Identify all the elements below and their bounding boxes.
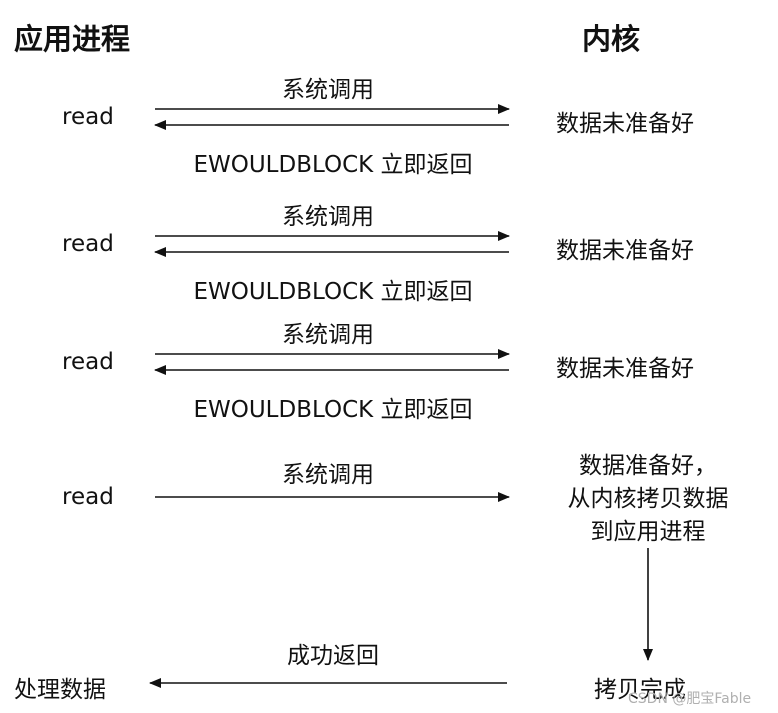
kernel-ready-line-1: 数据准备好， — [579, 453, 717, 479]
read-label-2: read — [62, 231, 114, 257]
kernel-status-2: 数据未准备好 — [556, 238, 694, 264]
syscall-label-1: 系统调用 — [282, 77, 374, 103]
return-label-3: EWOULDBLOCK 立即返回 — [193, 397, 473, 423]
syscall-label-2: 系统调用 — [282, 204, 374, 230]
kernel-status-1: 数据未准备好 — [556, 111, 694, 137]
success-return-label: 成功返回 — [287, 643, 379, 669]
kernel-status-3: 数据未准备好 — [556, 356, 694, 382]
kernel-ready-note: 数据准备好， 从内核拷贝数据 到应用进程 — [538, 450, 758, 549]
kernel-ready-line-2: 从内核拷贝数据 — [567, 486, 729, 512]
read-label-3: read — [62, 349, 114, 375]
return-label-1: EWOULDBLOCK 立即返回 — [193, 152, 473, 178]
kernel-ready-line-3: 到应用进程 — [590, 519, 706, 545]
kernel-header: 内核 — [582, 22, 641, 56]
copy-done-label: 拷贝完成 — [594, 677, 686, 703]
return-label-2: EWOULDBLOCK 立即返回 — [193, 279, 473, 305]
read-label-4: read — [62, 484, 114, 510]
watermark: CSDN @肥宝Fable — [628, 691, 752, 707]
syscall-label-4: 系统调用 — [282, 462, 374, 488]
read-label-1: read — [62, 104, 114, 130]
process-data-label: 处理数据 — [14, 677, 106, 703]
syscall-label-3: 系统调用 — [282, 322, 374, 348]
app-process-header: 应用进程 — [14, 22, 131, 56]
